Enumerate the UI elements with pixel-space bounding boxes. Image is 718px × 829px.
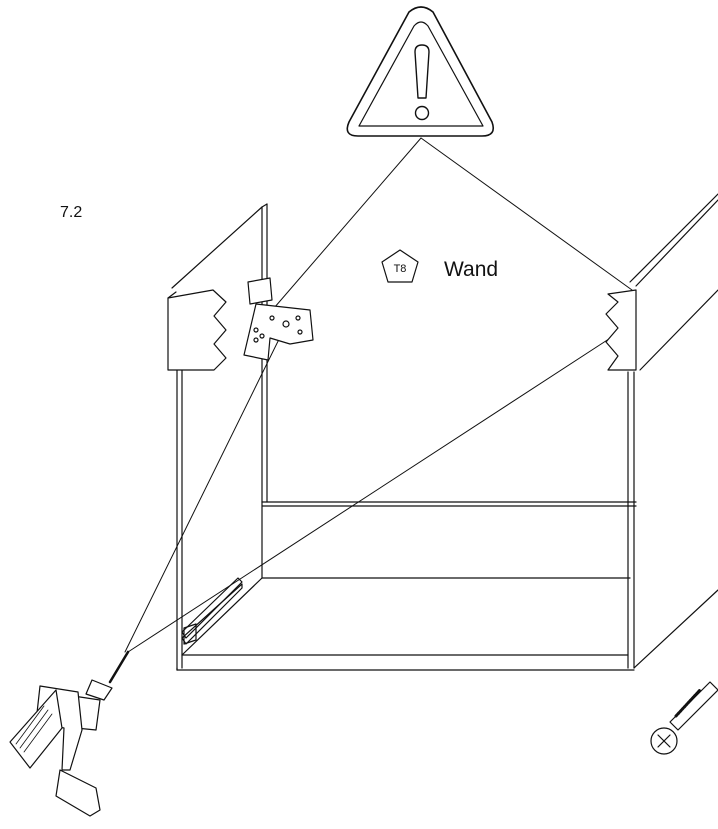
mounting-bracket-icon xyxy=(243,277,314,361)
wall-plug-screw-icon xyxy=(650,681,718,755)
callout-lines xyxy=(124,137,633,653)
drawer-runner xyxy=(181,577,243,645)
left-wall-profile xyxy=(167,289,227,371)
wall-label: Wand xyxy=(444,258,499,281)
warning-triangle-icon xyxy=(346,6,495,137)
cabinet-body xyxy=(171,193,718,671)
right-wall-profile xyxy=(605,289,637,371)
part-badge-t8: T8 xyxy=(381,249,419,283)
part-code: T8 xyxy=(394,263,407,275)
step-number: 7.2 xyxy=(60,204,83,221)
drill-icon xyxy=(9,650,130,817)
